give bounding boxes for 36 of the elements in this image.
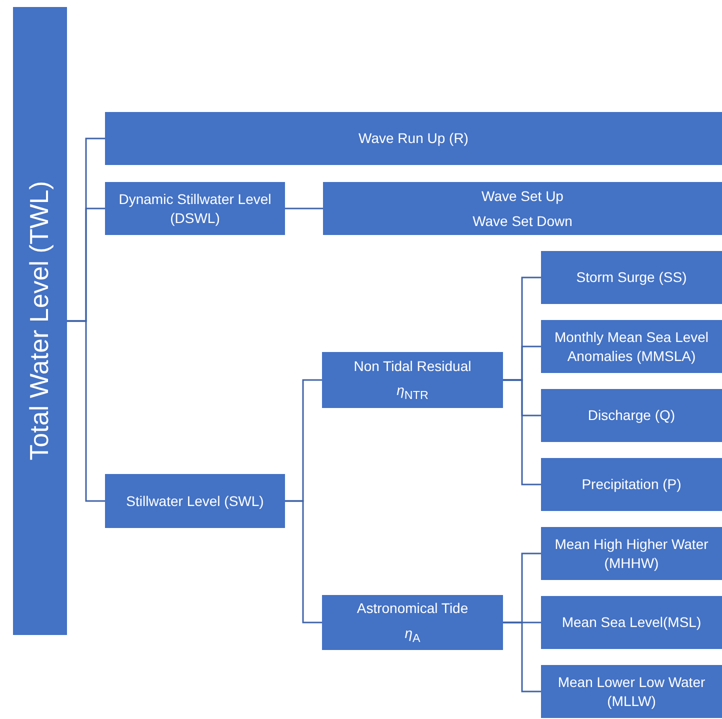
connector-line xyxy=(285,208,323,210)
category-box xyxy=(105,112,722,165)
node-title: Discharge (Q) xyxy=(588,406,676,425)
category-box xyxy=(541,527,722,580)
category-box xyxy=(541,458,722,511)
node-title: Total Water Level (TWL) xyxy=(23,181,56,461)
category-box xyxy=(322,352,503,408)
node-subtext: η$_{NTR}$ xyxy=(396,381,428,404)
node-title: Precipitation (P) xyxy=(582,475,682,494)
node-subtext: Wave Set Down xyxy=(472,212,572,230)
node-title: Astronomical Tide xyxy=(356,599,468,618)
connector-line xyxy=(503,622,541,692)
category-box xyxy=(541,320,722,373)
category-box xyxy=(541,389,722,442)
node-title: Stillwater Level (SWL) xyxy=(126,492,264,510)
category-box xyxy=(105,182,285,235)
connector-line xyxy=(285,500,322,624)
node-title: Wave Run Up (R) xyxy=(358,129,468,148)
node-title: Non Tidal Residual xyxy=(354,356,472,376)
node-title: Dynamic Stillwater Level (DSWL) xyxy=(118,190,272,227)
node-subtext: η$_{A}$ xyxy=(404,624,420,646)
category-box xyxy=(541,596,722,649)
category-box xyxy=(541,251,722,304)
connector-line xyxy=(67,320,105,502)
category-box xyxy=(323,182,722,235)
category-box xyxy=(322,595,503,650)
connector-line xyxy=(503,379,541,486)
node-title: Mean High Higher Water (MHHW) xyxy=(554,535,710,572)
node-title: Monthly Mean Sea Level Anomalies (MMSLA) xyxy=(553,328,710,365)
category-box xyxy=(541,665,722,718)
node-title: Storm Surge (SS) xyxy=(576,268,687,287)
category-box xyxy=(105,474,285,528)
node-title: Wave Set Up xyxy=(482,187,564,206)
node-title: Mean Lower Low Water (MLLW) xyxy=(556,673,706,710)
node-title: Mean Sea Level(MSL) xyxy=(562,613,702,632)
category-box xyxy=(13,7,67,635)
